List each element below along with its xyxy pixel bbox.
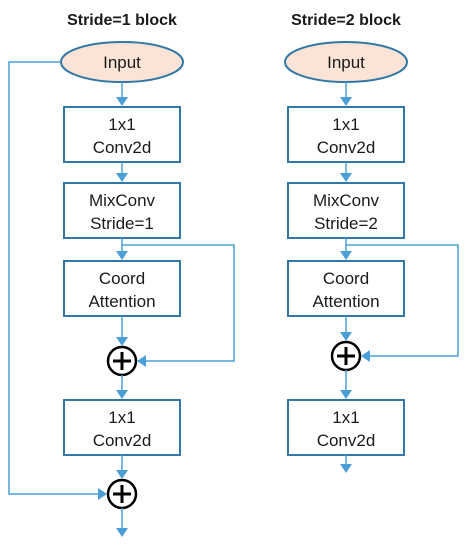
- stride2-coord-line2: Attention: [312, 292, 379, 311]
- stride2-conv2-line1: 1x1: [332, 408, 359, 427]
- arrow-down-icon: [116, 337, 128, 346]
- stride1-input-label: Input: [103, 53, 141, 72]
- stride1-adder-2: [106, 478, 138, 510]
- stride2-conv1-line1: 1x1: [332, 115, 359, 134]
- arrow-down-icon: [116, 173, 128, 182]
- stride1-mixconv-line2: Stride=1: [90, 214, 154, 233]
- stride1-mixconv-node: MixConv Stride=1: [63, 182, 181, 239]
- stride1-conv1-node: 1x1 Conv2d: [63, 106, 181, 163]
- stride2-conv2-line2: Conv2d: [317, 431, 376, 450]
- arrow-down-icon: [116, 528, 128, 537]
- stride1-coord-line2: Attention: [88, 292, 155, 311]
- stride1-adder-1: [106, 345, 138, 377]
- stride2-input-label: Input: [327, 53, 365, 72]
- stride1-outer-skip: [8, 61, 100, 495]
- stride2-mixconv-node: MixConv Stride=2: [287, 182, 405, 239]
- stride1-mixconv-box: [63, 182, 181, 239]
- arrow-down-icon: [340, 251, 352, 260]
- stride1-coord-node: Coord Attention: [63, 260, 181, 317]
- stride1-coord-line1: Coord: [99, 269, 145, 288]
- arrow-down-icon: [340, 390, 352, 399]
- stride2-adder: [330, 340, 362, 372]
- stride1-title: Stride=1 block: [67, 12, 177, 29]
- arrow-left-icon: [361, 350, 370, 362]
- stride2-conv2-node: 1x1 Conv2d: [287, 399, 405, 456]
- arrow-down-icon: [340, 332, 352, 341]
- stride2-input-node: Input: [284, 41, 408, 83]
- stride2-mixconv-line1: MixConv: [313, 191, 380, 210]
- stride2-mixconv-box: [287, 182, 405, 239]
- stride1-block: Stride=1 block Input 1x1 Conv2d MixConv …: [8, 12, 235, 537]
- stride2-conv2-box: [287, 399, 405, 456]
- stride1-conv1-line1: 1x1: [108, 115, 135, 134]
- arrow-down-icon: [116, 390, 128, 399]
- stride1-inner-skip: [122, 244, 235, 362]
- stride1-coord-box: [63, 260, 181, 317]
- stride1-conv2-line2: Conv2d: [93, 431, 152, 450]
- stride2-conv1-line2: Conv2d: [317, 138, 376, 157]
- stride2-block: Stride=2 block Input 1x1 Conv2d MixConv …: [284, 12, 459, 473]
- arrow-down-icon: [340, 173, 352, 182]
- arrow-down-icon: [116, 97, 128, 106]
- stride1-conv2-line1: 1x1: [108, 408, 135, 427]
- stride1-conv1-line2: Conv2d: [93, 138, 152, 157]
- stride2-inner-skip: [346, 244, 459, 357]
- stride1-conv1-box: [63, 106, 181, 163]
- stride2-mixconv-line2: Stride=2: [314, 214, 378, 233]
- arrow-down-icon: [116, 251, 128, 260]
- stride2-coord-node: Coord Attention: [287, 260, 405, 317]
- stride1-conv2-box: [63, 399, 181, 456]
- stride1-input-node: Input: [60, 41, 184, 83]
- stride2-coord-line1: Coord: [323, 269, 369, 288]
- arrow-down-icon: [340, 464, 352, 473]
- stride2-title: Stride=2 block: [291, 12, 401, 29]
- stride1-mixconv-line1: MixConv: [89, 191, 156, 210]
- stride1-conv2-node: 1x1 Conv2d: [63, 399, 181, 456]
- arrow-down-icon: [116, 470, 128, 479]
- stride2-coord-box: [287, 260, 405, 317]
- arrow-left-icon: [137, 355, 146, 367]
- arrow-right-icon: [98, 488, 107, 500]
- arrow-down-icon: [340, 97, 352, 106]
- stride2-conv1-node: 1x1 Conv2d: [287, 106, 405, 163]
